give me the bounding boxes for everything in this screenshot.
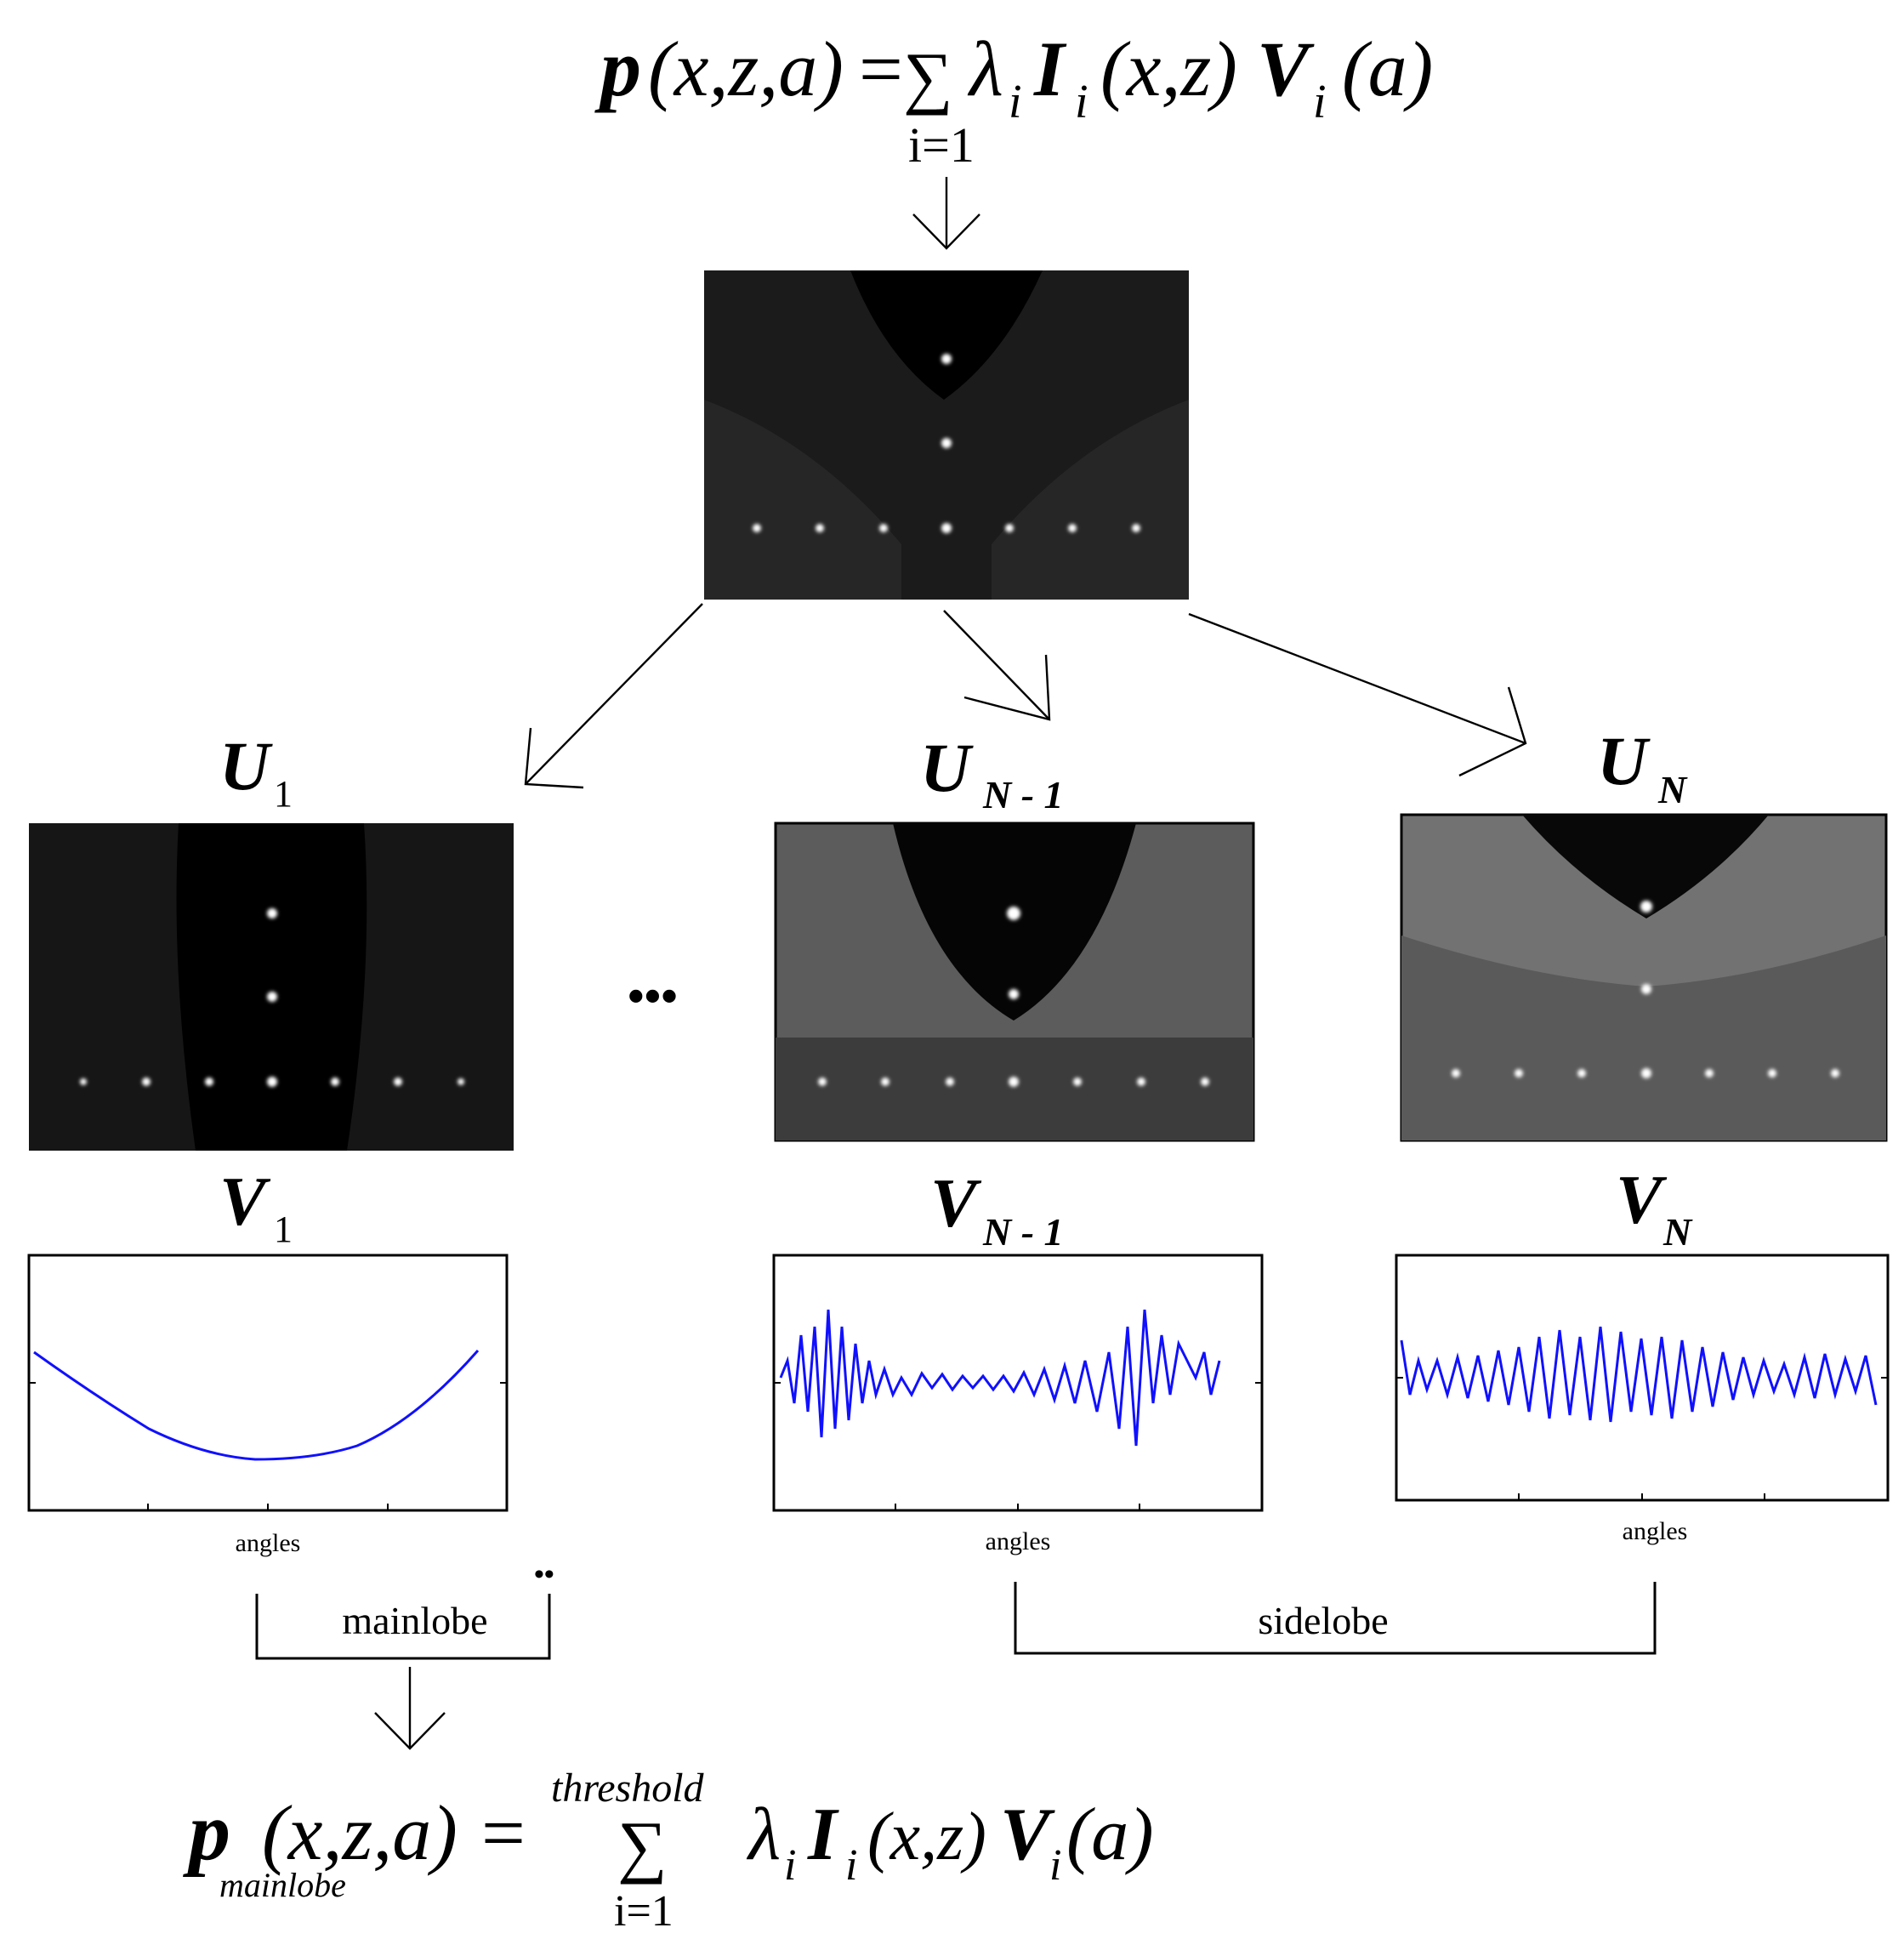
sidelobe-label: sidelobe: [1258, 1599, 1388, 1642]
bottom-eq-V: V: [1000, 1794, 1055, 1876]
mainlobe-bracket: mainlobe: [255, 1594, 551, 1660]
vn-1-curve: [779, 1309, 1221, 1447]
bottom-eq-p-sub: mainlobe: [219, 1866, 346, 1904]
mainlobe-label: mainlobe: [342, 1599, 487, 1642]
bottom-eq-sum-lower: i=1: [614, 1887, 674, 1936]
top-eq-V-sub: i: [1313, 76, 1327, 128]
top-eq-sum: ∑: [903, 38, 952, 116]
un-1-image-panel: [774, 822, 1255, 1142]
bottom-eq-I: I: [807, 1794, 839, 1876]
bottom-eq-sum: ∑: [617, 1807, 667, 1885]
bottom-eq-V-sub: i: [1049, 1841, 1061, 1890]
v1-curve: [33, 1350, 480, 1461]
vn-plot: angles: [1395, 1254, 1890, 1545]
bottom-eq-args: (x,z,a): [262, 1789, 458, 1876]
bottom-eq-sum-upper: threshold: [551, 1766, 705, 1811]
un-image-panel: [1400, 813, 1888, 1142]
top-eq-I: I: [1033, 26, 1067, 112]
arrow-mainlobe-to-equation: [374, 1667, 446, 1750]
top-eq-equals: =: [859, 26, 903, 112]
top-eq-I-sub: i: [1075, 76, 1088, 128]
u-labels: U 1 U N - 1 U N: [219, 722, 1688, 816]
bottom-eq-p: p: [183, 1786, 230, 1878]
vn-symbol: V: [1616, 1161, 1668, 1238]
arrow-to-u1: [524, 603, 703, 789]
top-eq-args: (x,z,a): [648, 26, 844, 112]
top-eq-V: V: [1257, 26, 1315, 112]
flow-arrows: [374, 177, 1527, 1750]
vn-1-subscript: N - 1: [982, 1210, 1064, 1254]
bottom-eq-I-args: (x,z): [867, 1800, 986, 1874]
bottom-eq-lambda-sub: i: [784, 1841, 796, 1890]
vn-curve: [1400, 1326, 1878, 1423]
bottom-eq-lambda: λ: [746, 1794, 781, 1876]
vn-1-symbol: V: [930, 1164, 982, 1242]
middle-ellipsis: •••: [628, 970, 678, 1023]
un-symbol: U: [1597, 722, 1651, 799]
u1-scatterers: [80, 908, 464, 1087]
v1-x-label: angles: [236, 1529, 301, 1557]
un-scatterers: [1452, 901, 1839, 1078]
combined-image-panel: [704, 270, 1189, 600]
top-eq-p: p: [594, 22, 641, 113]
bottom-eq-equals: =: [481, 1789, 526, 1876]
arrow-equation-to-image: [912, 177, 980, 250]
un-1-scatterers: [818, 907, 1209, 1087]
combined-image-scatterers: [753, 354, 1140, 533]
vn-x-label: angles: [1623, 1517, 1688, 1545]
vn-plot-frame: [1395, 1254, 1890, 1502]
top-equation: p (x,z,a) = ∑ i=1 λ i I i (x,z) V i (a): [594, 22, 1433, 173]
v-labels: V 1 V N - 1 V N: [219, 1161, 1693, 1254]
sidelobe-bracket: sidelobe: [1014, 1582, 1657, 1655]
v1-plot: angles: [27, 1254, 509, 1557]
top-eq-lambda: λ: [967, 26, 1003, 112]
top-eq-V-args: (a): [1342, 26, 1433, 112]
v1-plot-frame: [27, 1254, 509, 1512]
vn-1-x-label: angles: [986, 1527, 1051, 1555]
vn-subscript: N: [1662, 1210, 1693, 1254]
bottom-equation: p mainlobe (x,z,a) = ∑ threshold i=1 λ i…: [183, 1766, 1154, 1936]
u1-symbol: U: [219, 727, 273, 805]
u1-subscript: 1: [274, 773, 293, 815]
arrow-to-un: [1188, 612, 1527, 777]
un-subscript: N: [1657, 768, 1688, 811]
top-eq-I-args: (x,z): [1100, 26, 1237, 112]
v1-subscript: 1: [274, 1208, 293, 1250]
v1-symbol: V: [219, 1163, 271, 1240]
u1-image-panel: [29, 823, 514, 1151]
un-1-subscript: N - 1: [982, 773, 1064, 816]
top-eq-sum-lower: i=1: [908, 117, 975, 173]
un-1-symbol: U: [920, 729, 974, 806]
top-eq-lambda-sub: i: [1009, 76, 1022, 128]
bottom-eq-I-sub: i: [845, 1841, 857, 1890]
small-ellipsis: ••: [534, 1559, 554, 1590]
bottom-eq-V-args: (a): [1066, 1794, 1154, 1876]
arrow-to-un-1: [943, 610, 1051, 721]
vn-1-plot: angles: [772, 1254, 1264, 1555]
